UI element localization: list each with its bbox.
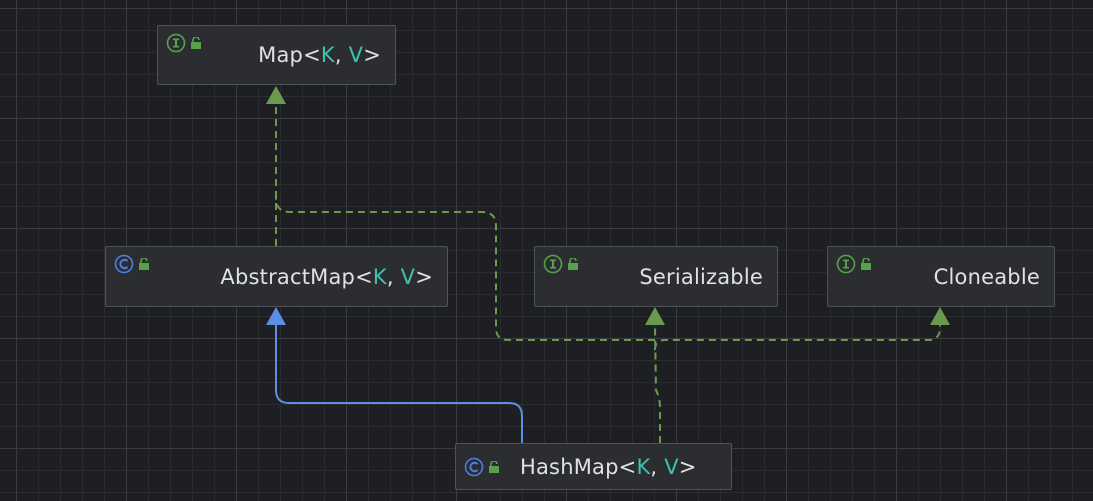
node-icons [543,254,579,274]
class-icon [114,254,134,274]
interface-icon [543,254,563,274]
node-icons [464,457,500,477]
edge-hashmap-serializable [654,324,661,443]
node-label: Cloneable [933,264,1040,289]
node-label: HashMap<K, V> [520,454,697,479]
interface-icon [836,254,856,274]
node-icons [836,254,872,274]
arrowhead-abstractmap [266,307,286,325]
public-lock-icon [139,258,149,270]
public-lock-icon [191,37,201,49]
edge-hashmap-abstractmap [275,325,523,443]
node-label: AbstractMap<K, V> [220,264,433,289]
node-icons [114,254,150,274]
node-label: Map<K, V> [258,43,381,67]
public-lock-icon [568,258,578,270]
arrowhead-cloneable [930,307,950,325]
node-serializable-interface[interactable]: Serializable [534,246,778,307]
public-lock-icon [489,460,499,473]
arrowhead-serializable [645,307,665,325]
class-icon [464,457,484,476]
arrowhead-map [266,86,286,104]
node-map-interface[interactable]: Map<K, V> [157,25,396,85]
public-lock-icon [861,258,871,270]
node-label: Serializable [639,264,763,289]
node-cloneable-interface[interactable]: Cloneable [827,246,1055,307]
node-icons [166,33,202,53]
node-abstractmap-class[interactable]: AbstractMap<K, V> [105,246,448,307]
interface-icon [166,33,186,53]
edge-hashmap-cloneable [654,325,941,351]
edge-hashmap-map [275,197,655,341]
node-hashmap-class[interactable]: HashMap<K, V> [455,443,732,490]
